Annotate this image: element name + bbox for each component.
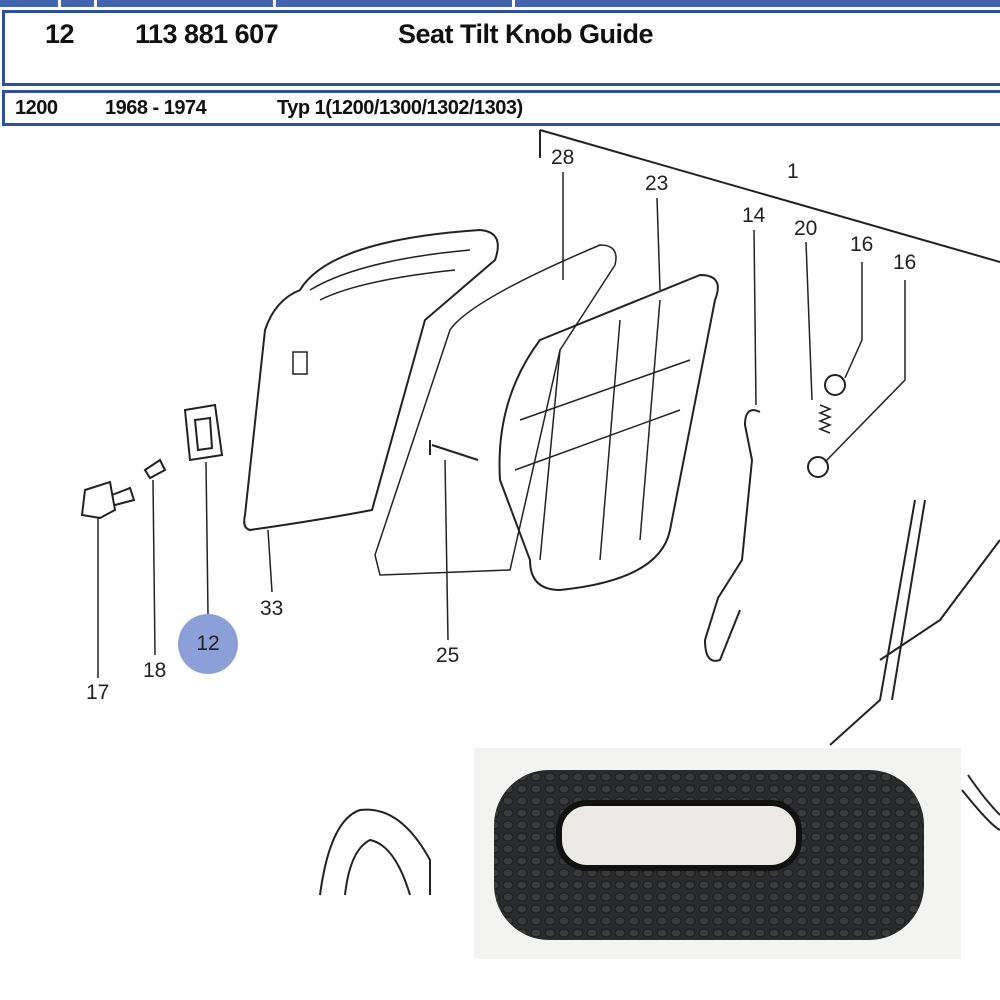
guide-part <box>183 403 224 462</box>
spring <box>817 404 833 434</box>
label-23: 23 <box>645 172 669 195</box>
screw <box>429 440 479 461</box>
model-years: 1968 - 1974 <box>105 97 207 119</box>
column-separator <box>273 0 276 7</box>
label-17: 17 <box>86 681 110 704</box>
clip-part <box>143 458 167 480</box>
label-14: 14 <box>742 204 766 227</box>
part-photo <box>474 748 961 959</box>
assembly-bracket-line <box>539 129 1000 263</box>
tilt-knob-guide-image <box>494 770 924 940</box>
label-33: 33 <box>260 597 284 620</box>
column-separator <box>512 0 515 7</box>
knob <box>807 456 829 478</box>
column-separator <box>94 0 97 7</box>
part-info-panel: 12 113 881 607 Seat Tilt Knob Guide <box>2 10 1000 86</box>
label-1: 1 <box>787 160 799 183</box>
label-16: 16 <box>850 233 874 256</box>
part-name: Seat Tilt Knob Guide <box>398 19 654 49</box>
knob <box>824 374 846 396</box>
seat-back-cover <box>243 228 499 532</box>
seat-base-partial <box>319 808 431 896</box>
release-rod <box>703 409 761 662</box>
model-engine: 1200 <box>15 97 58 119</box>
leader-lines <box>97 172 906 678</box>
header-strip <box>0 0 1000 7</box>
seat-padding <box>374 244 617 576</box>
highlighted-part-callout: 12 <box>178 614 238 674</box>
column-separator <box>58 0 61 7</box>
label-28: 28 <box>551 146 575 169</box>
part-position: 12 <box>45 19 75 49</box>
model-info-panel: 1200 1968 - 1974 Typ 1(1200/1300/1302/13… <box>2 90 1000 126</box>
part-number: 113 881 607 <box>135 19 279 49</box>
label-20: 20 <box>794 217 818 240</box>
label-16: 16 <box>893 251 917 274</box>
seat-frame <box>498 273 719 592</box>
knob-part <box>80 480 136 520</box>
model-type: Typ 1(1200/1300/1302/1303) <box>277 97 523 119</box>
hinge-arm <box>829 499 1000 746</box>
label-18: 18 <box>143 659 167 682</box>
label-25: 25 <box>436 644 460 667</box>
